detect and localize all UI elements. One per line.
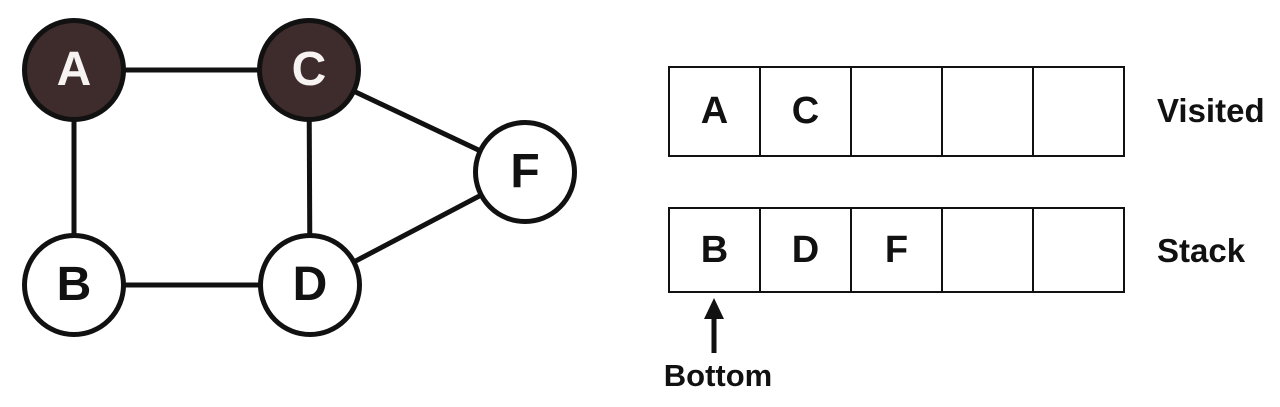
node-b-label: B [56,258,92,311]
graph-node-b: B [22,233,126,337]
visited-cell-5 [1034,68,1123,155]
stack-cell-4 [943,209,1034,291]
visited-label: Visited [1157,92,1265,129]
visited-cell-4 [943,68,1034,155]
stack-cell-5 [1034,209,1123,291]
stack-label: Stack [1157,232,1246,269]
stack-cell-3: F [852,209,943,291]
node-f-label: F [510,145,540,198]
visited-cell-2: C [761,68,852,155]
bottom-arrow-icon [704,298,724,353]
graph-node-f: F [473,120,577,224]
graph-node-a: A [22,18,126,122]
stack-cell-1: B [670,209,761,291]
stack-array: B D F [668,207,1125,293]
graph-node-c: C [257,18,361,122]
stack-cell-2: D [761,209,852,291]
visited-cell-1: A [670,68,761,155]
bottom-label: Bottom [663,358,773,393]
visited-cell-3 [852,68,943,155]
visited-array: A C [668,66,1125,157]
node-d-label: D [292,258,328,311]
node-c-label: C [291,43,327,96]
graph-node-d: D [258,233,362,337]
node-a-label: A [56,43,92,96]
